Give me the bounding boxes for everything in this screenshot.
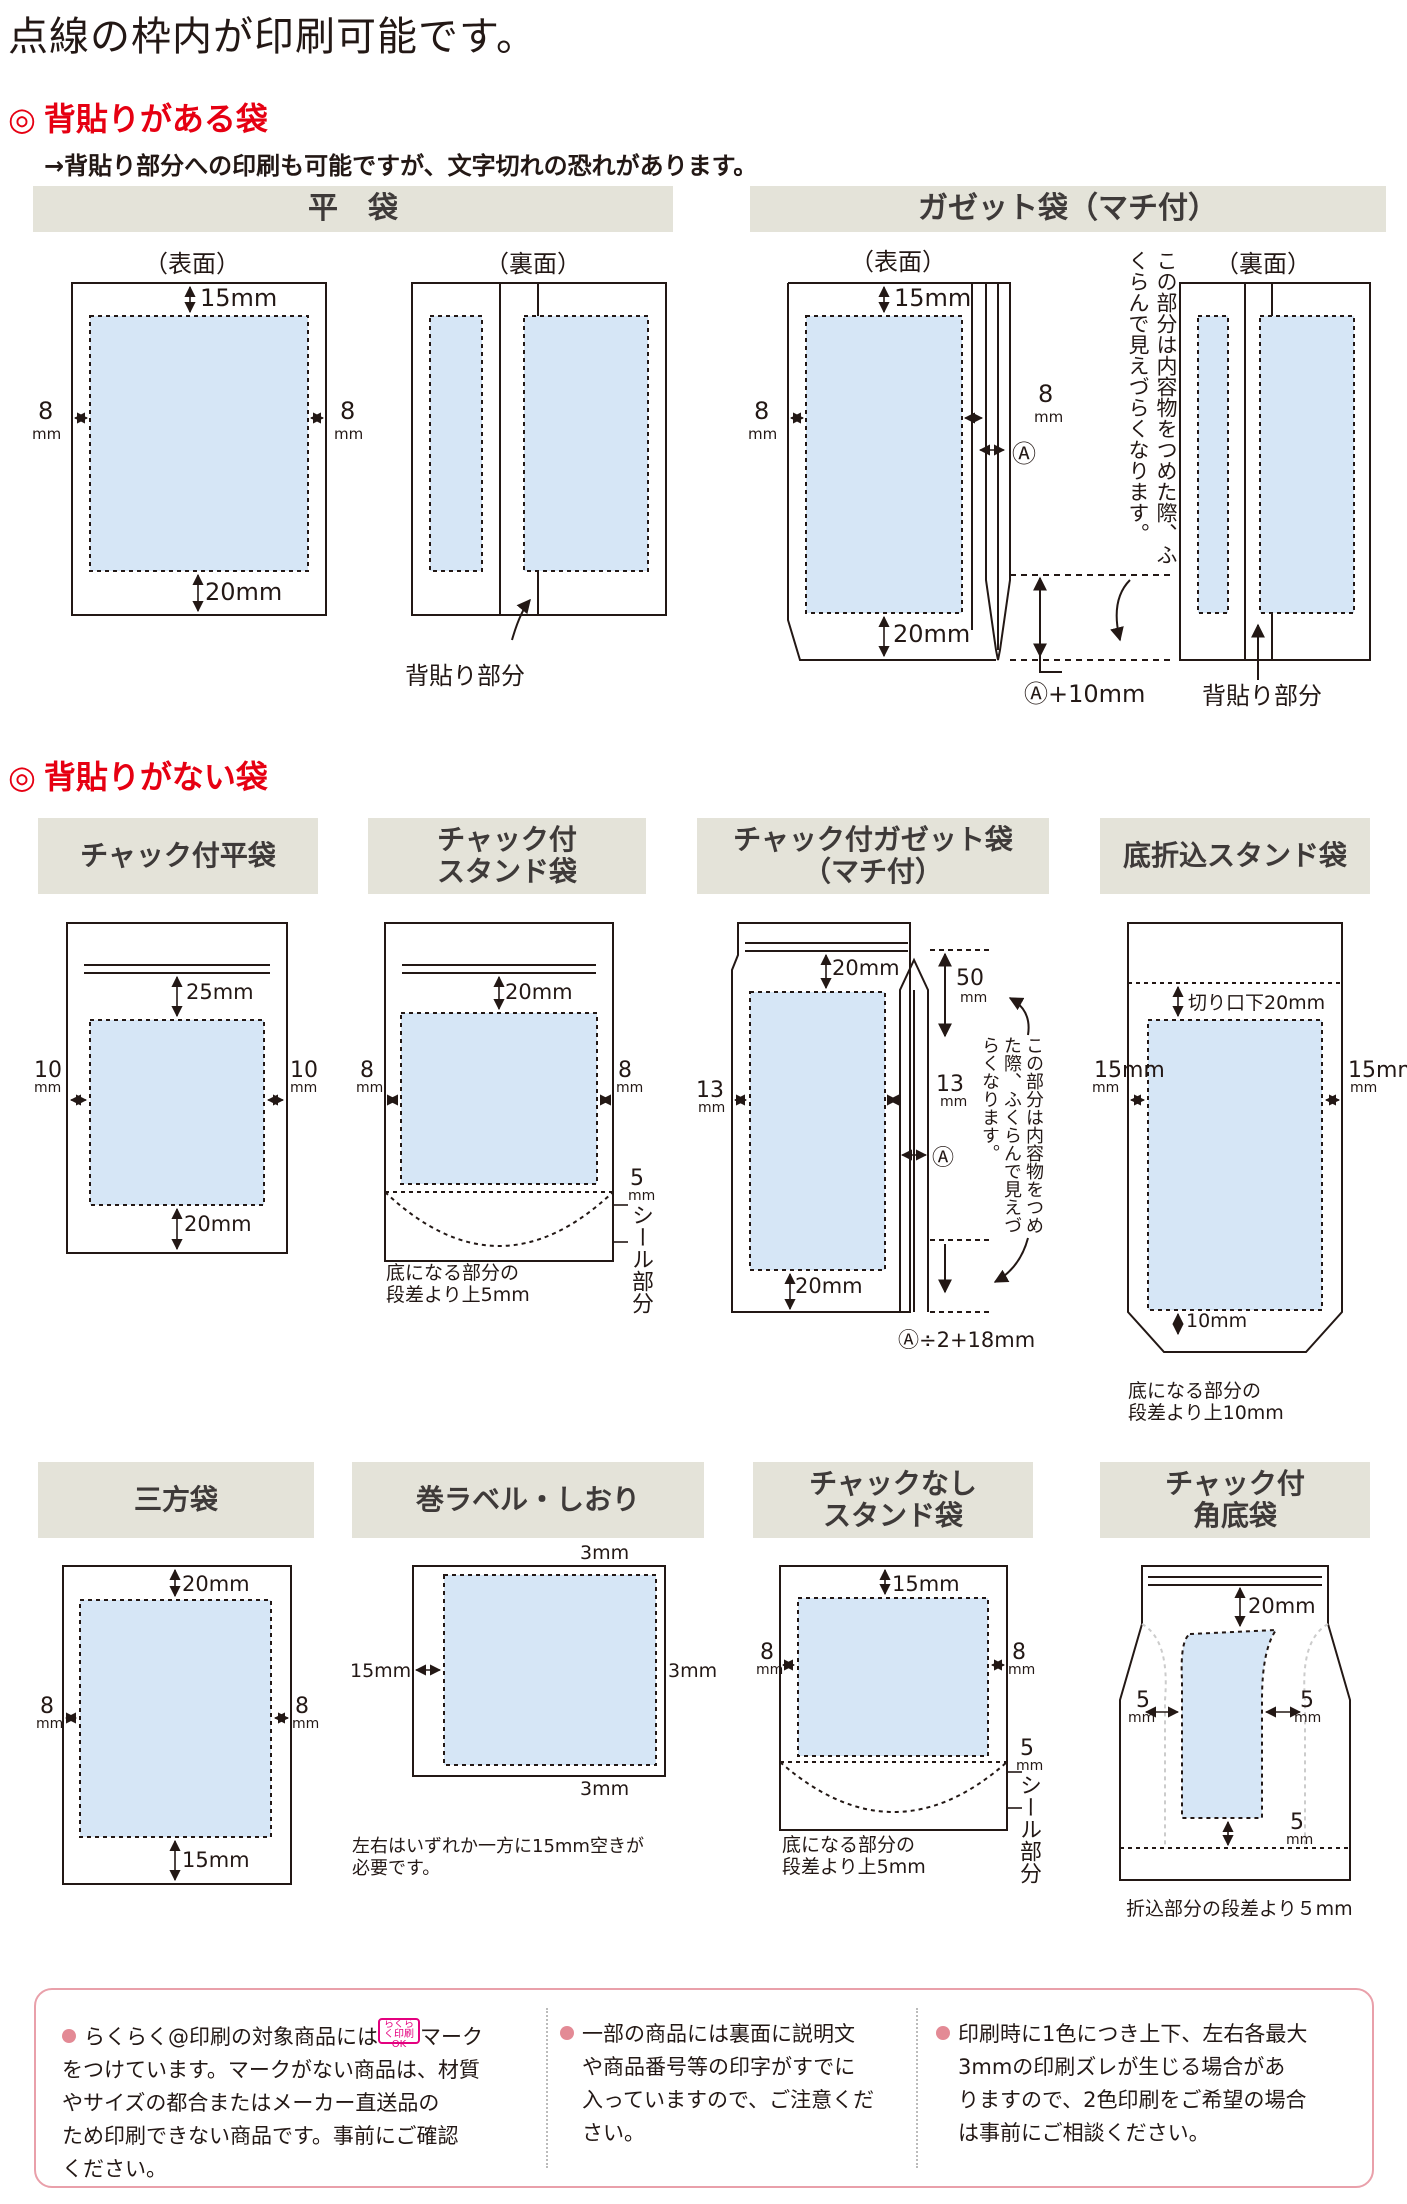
band-gusset-bag: ガゼット袋（マチ付） — [750, 186, 1386, 232]
dim-a-formula: Ⓐ÷2+18mm — [898, 1328, 1036, 1352]
wrap-label — [412, 1565, 666, 1777]
band-folded-stand: 底折込スタンド袋 — [1100, 818, 1370, 894]
dim-20mm: 20mm — [184, 1212, 252, 1236]
double-circle-icon: ◎ — [8, 758, 36, 796]
bottom-note: 底になる部分の段差より上5mm — [782, 1834, 926, 1878]
printable-areas — [79, 315, 1355, 1838]
dim-15mm: 15mm — [182, 1848, 250, 1872]
dim-cut-20mm: 切り口下20mm — [1188, 992, 1326, 1014]
section-note: →背貼り部分への印刷も可能ですが、文字切れの恐れがあります。 — [44, 152, 758, 180]
folded-stand-bag — [1127, 922, 1343, 1353]
info-col-3: 印刷時に1色につき上下、左右各最大 3mmの印刷ズレが生じる場合があ りますので… — [936, 2018, 1366, 2150]
back-seal-label: 背貼り部分 — [405, 662, 525, 690]
nozipper-stand-bag — [779, 1565, 1008, 1831]
section-without-backseal-heading: ◎背貼りがない袋 — [8, 752, 268, 798]
band-zipper-square-bottom: チャック付角底袋 — [1100, 1462, 1370, 1538]
dim-20mm: 20mm — [832, 956, 900, 980]
divider — [916, 2008, 918, 2168]
fold-note: 折込部分の段差より５mm — [1126, 1898, 1353, 1920]
dim-a: Ⓐ — [1012, 440, 1036, 468]
section-with-backseal-heading: ◎背貼りがある袋 — [8, 94, 268, 140]
double-circle-icon: ◎ — [8, 100, 36, 138]
bullet-icon — [936, 2026, 950, 2040]
gusset-front-bag — [787, 282, 1011, 661]
dimension-arrows — [64, 285, 1341, 1882]
dim-8: 8 — [340, 397, 356, 425]
band-wrap-label: 巻ラベル・しおり — [352, 1462, 704, 1538]
rakuraku-badge-icon: らくらく印刷OK — [378, 2018, 420, 2050]
dim-15mm: 15mm — [892, 1572, 960, 1596]
divider — [546, 2008, 548, 2168]
section-title: 背貼りがない袋 — [43, 758, 268, 796]
dim-25mm: 25mm — [186, 980, 254, 1004]
dim-15mm: 15mm — [200, 284, 278, 312]
flat-front-bag — [71, 282, 327, 616]
section-title: 背貼りがある袋 — [43, 100, 268, 138]
seal-label: シール部分 — [1016, 1774, 1041, 1884]
bottom-note: 底になる部分の段差より上5mm — [386, 1262, 530, 1306]
dim-20mm: 20mm — [505, 980, 573, 1004]
info-col-2: 一部の商品には裏面に説明文 や商品番号等の印字がすでに 入っていますので、ご注意… — [560, 2018, 920, 2150]
dim-20mm: 20mm — [1248, 1594, 1316, 1618]
page-title: 点線の枠内が印刷可能です。 — [8, 14, 537, 60]
zipper-gusset-bag — [731, 922, 911, 1313]
band-nozipper-stand: チャックなしスタンド袋 — [753, 1462, 1033, 1538]
label-front: （表面） — [144, 250, 240, 278]
label-back: （裏面） — [1215, 250, 1311, 278]
band-zipper-stand: チャック付スタンド袋 — [368, 818, 646, 894]
band-three-side: 三方袋 — [38, 1462, 314, 1538]
band-flat-bag: 平 袋 — [33, 186, 673, 232]
label-back: （裏面） — [485, 250, 581, 278]
gusset-back-bag — [1179, 282, 1371, 661]
band-zipper-gusset: チャック付ガゼット袋（マチ付） — [697, 818, 1049, 894]
dim-8: 8 — [38, 397, 54, 425]
dim-20mm: 20mm — [205, 578, 283, 606]
bullet-icon — [560, 2026, 574, 2040]
square-bottom-bag — [1119, 1565, 1351, 1881]
dim-8: 8 — [1038, 380, 1054, 408]
seal-label: シール部分 — [628, 1204, 653, 1314]
three-side-bag — [62, 1565, 292, 1885]
zipper-flat-bag — [66, 922, 288, 1254]
dim-20mm: 20mm — [182, 1572, 250, 1596]
gusset-note: この部分は内容物をつめた際、ふくらんで見えづらくなります。 — [1126, 250, 1178, 565]
bottom-note: 底になる部分の段差より上10mm — [1128, 1380, 1284, 1424]
dim-15mm: 15mm — [894, 284, 972, 312]
gusset-note: この部分は内容物をつめた際、ふくらんで見えづらくなります。 — [979, 1036, 1044, 1234]
dim-20mm: 20mm — [795, 1274, 863, 1298]
zipper-stand-bag — [384, 922, 614, 1262]
back-seal-label: 背貼り部分 — [1202, 682, 1322, 710]
label-note: 左右はいずれか一方に15mm空きが必要です。 — [352, 1836, 644, 1879]
label-front: （表面） — [850, 248, 946, 276]
dim-a-plus-10: Ⓐ+10mm — [1024, 680, 1146, 708]
bullet-icon — [62, 2029, 76, 2043]
dim-10mm: 10mm — [1186, 1310, 1248, 1332]
dim-8: 8 — [754, 397, 770, 425]
band-zipper-flat: チャック付平袋 — [38, 818, 318, 894]
dim-20mm: 20mm — [893, 620, 971, 648]
